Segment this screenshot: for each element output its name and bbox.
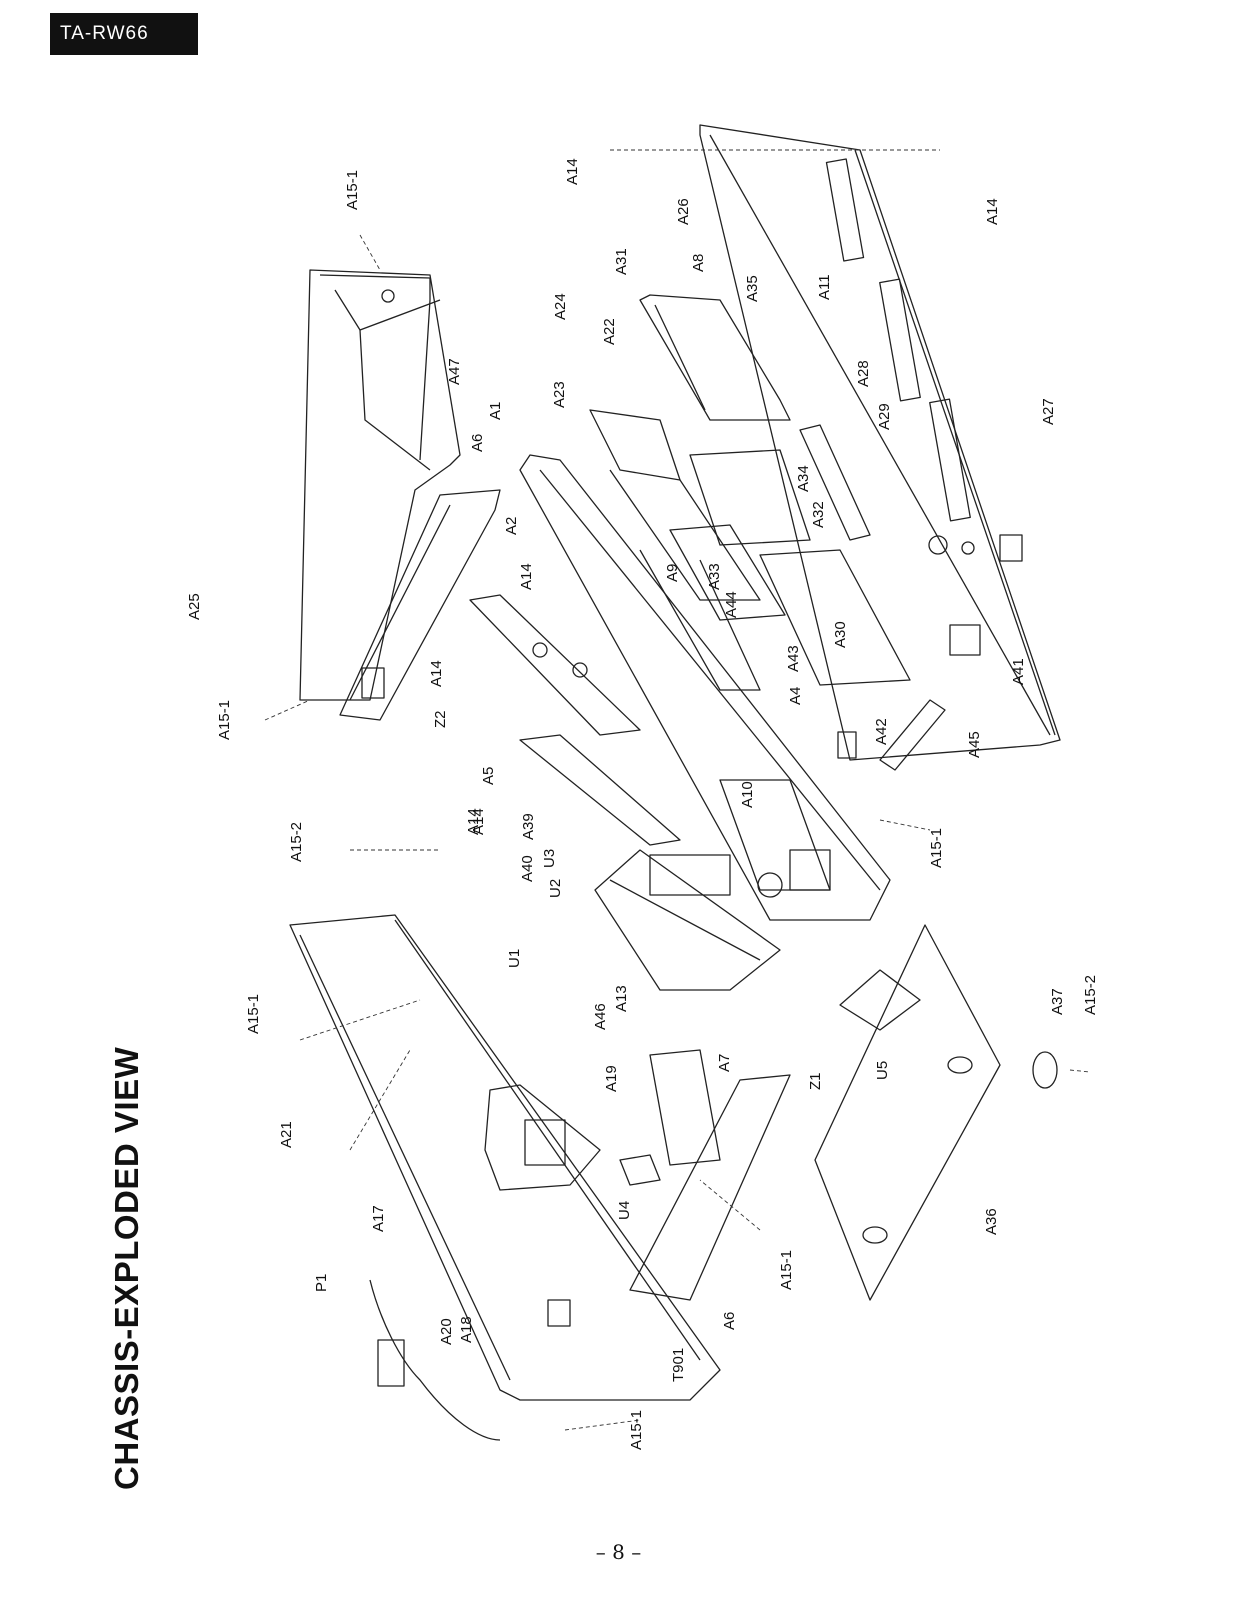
part-label: A41 — [1010, 658, 1027, 685]
part-label: A25 — [186, 593, 203, 620]
part-label: A44 — [723, 591, 740, 618]
part-label: A28 — [855, 360, 872, 387]
strip-a28 — [799, 424, 871, 541]
page-number: – 8 – — [595, 1540, 642, 1564]
part-label: A22 — [601, 318, 618, 345]
part-label: A15-1 — [245, 994, 262, 1034]
part-label: Z2 — [432, 710, 449, 728]
part-label: A15-2 — [288, 822, 305, 862]
part-label: A35 — [744, 275, 761, 302]
side-bracket-top — [339, 489, 501, 721]
part-label: A37 — [1049, 988, 1066, 1015]
part-label: A14 — [465, 808, 482, 835]
part-label: A14 — [984, 198, 1001, 225]
part-label: A23 — [551, 381, 568, 408]
board-a30 — [759, 549, 911, 686]
board-u5 — [839, 969, 921, 1031]
part-label: A45 — [966, 731, 983, 758]
part-label: A15-1 — [216, 700, 233, 740]
part-label: A47 — [446, 358, 463, 385]
part-label: U2 — [547, 879, 564, 898]
part-label: A33 — [706, 563, 723, 590]
top-cover-outline — [299, 269, 461, 701]
part-label: A27 — [1040, 398, 1057, 425]
bracket-a7 — [649, 1049, 721, 1166]
board-a32 — [689, 449, 811, 546]
power-cord-p1 — [369, 1279, 501, 1441]
part-label: U5 — [874, 1061, 891, 1080]
part-label: A14 — [428, 660, 445, 687]
part-label: A26 — [675, 198, 692, 225]
part-label: A15-1 — [928, 828, 945, 868]
pcb-u1 — [594, 849, 781, 991]
part-label: A36 — [983, 1208, 1000, 1235]
part-label: T901 — [670, 1348, 687, 1382]
part-label: P1 — [313, 1274, 330, 1292]
part-label: A15-1 — [344, 170, 361, 210]
panel-a31 — [639, 294, 791, 421]
part-label: A18 — [458, 1316, 475, 1343]
board-a33 — [669, 524, 786, 621]
part-label: A8 — [690, 254, 707, 272]
part-label: A40 — [519, 855, 536, 882]
part-label: A14 — [470, 808, 487, 835]
pcb-z2 — [469, 594, 641, 736]
part-label: A4 — [787, 687, 804, 705]
part-label: A21 — [278, 1121, 295, 1148]
part-label: A20 — [438, 1318, 455, 1345]
knob-a41 — [949, 624, 981, 656]
transformer-t901 — [484, 1084, 601, 1191]
front-panel — [699, 124, 1061, 761]
part-label: A31 — [613, 248, 630, 275]
knob-a42 — [837, 731, 857, 759]
part-label: A15-1 — [628, 1410, 645, 1450]
bottom-chassis — [289, 914, 721, 1401]
part-labels: A15-1 A14 A14 A26 A47 A31 A8 A24 A22 A35… — [186, 158, 1099, 1450]
part-label: A15-1 — [778, 1250, 795, 1290]
part-label: A46 — [592, 1003, 609, 1030]
part-label: A19 — [603, 1065, 620, 1092]
part-label: A1 — [487, 402, 504, 420]
part-label: A14 — [518, 563, 535, 590]
part-label: A17 — [370, 1205, 387, 1232]
part-label: A29 — [876, 403, 893, 430]
part-label: A24 — [552, 293, 569, 320]
part-label: A14 — [564, 158, 581, 185]
part-label: A11 — [816, 274, 833, 300]
part-label: A30 — [832, 621, 849, 648]
part-label: U4 — [616, 1201, 633, 1220]
side-bracket-bottom — [629, 1074, 791, 1301]
foot-a37 — [1032, 1051, 1058, 1089]
lever-a45 — [879, 699, 946, 771]
part-label: A2 — [503, 517, 520, 535]
part-label: A34 — [795, 465, 812, 492]
part-label: A39 — [520, 813, 537, 840]
part-label: A6 — [721, 1312, 738, 1330]
pcb-a5 — [519, 734, 681, 846]
main-frame — [519, 454, 891, 921]
part-label: A9 — [664, 564, 681, 582]
part-label: A6 — [469, 434, 486, 452]
part-label: A13 — [613, 985, 630, 1012]
part-label: A42 — [873, 718, 890, 745]
part-label: A43 — [785, 645, 802, 672]
part-label: A10 — [739, 781, 756, 808]
part-label: A15-2 — [1082, 975, 1099, 1015]
rear-panel-a36 — [814, 924, 1001, 1301]
part-label: A32 — [810, 501, 827, 528]
board-u4 — [619, 1154, 661, 1186]
part-label: A5 — [480, 767, 497, 785]
part-label: U3 — [541, 849, 558, 868]
model-tag: TA-RW66 — [50, 13, 198, 55]
part-label: U1 — [506, 949, 523, 968]
part-label: Z1 — [807, 1072, 824, 1090]
part-label: A7 — [716, 1054, 733, 1072]
